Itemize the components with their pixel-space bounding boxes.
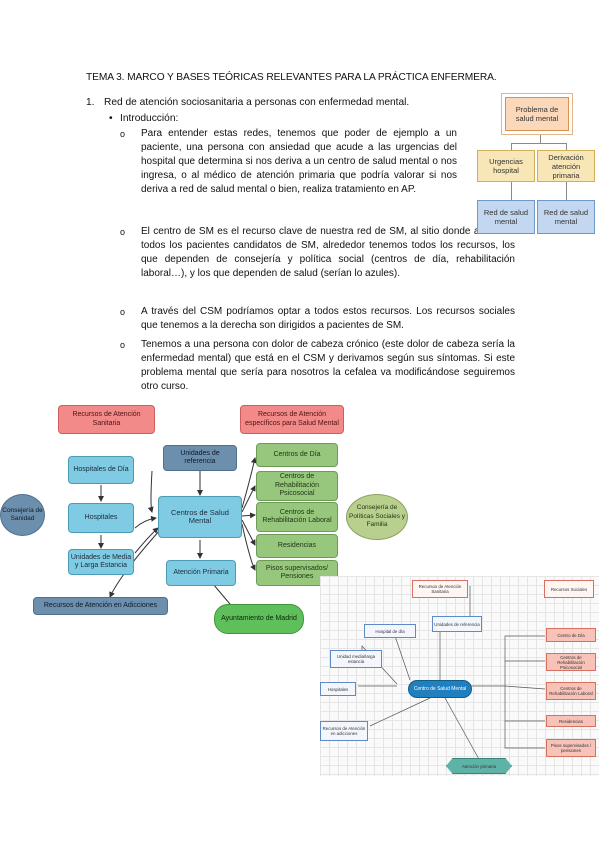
oval-consejeria-politicas: Consejería de Políticas Sociales y Famil… xyxy=(346,494,408,540)
sketch-diagram: Recursos de Atención Sanitaria Recursos … xyxy=(320,576,599,776)
sub-bullet-icon: o xyxy=(120,307,126,317)
box-rehab-laboral: Centros de Rehabilitación Laboral xyxy=(256,502,338,532)
subsection-heading: • Introducción: xyxy=(109,113,178,124)
flow-box-problema: Problema de salud mental xyxy=(505,97,569,131)
document-title: TEMA 3. MARCO Y BASES TEÓRICAS RELEVANTE… xyxy=(86,72,497,83)
connector xyxy=(540,131,541,143)
connector xyxy=(511,182,512,200)
oval-ayuntamiento: Ayuntamiento de Madrid xyxy=(214,604,304,634)
paragraph-1: Para entender estas redes, tenemos que p… xyxy=(141,128,457,195)
section-title: Red de atención sociosanitaria a persona… xyxy=(104,97,410,108)
sketch-hospital-dia: Hospital de día xyxy=(364,624,416,638)
sketch-unidad-media: Unidad media/larga estancia xyxy=(330,650,382,668)
sketch-recursos-sociales: Recursos Sociales xyxy=(544,580,594,598)
sketch-unidades-referencia: Unidades de referencia xyxy=(432,616,482,632)
sketch-rehab-laboral: Centros de Rehabilitación Laboral xyxy=(546,682,596,700)
sub-bullet-icon: o xyxy=(120,129,126,139)
sketch-hospitales: Hospitales xyxy=(320,682,356,696)
sketch-residencias: Residencias xyxy=(546,715,596,727)
box-rehab-psicosocial: Centros de Rehabilitación Psicosocial xyxy=(256,471,338,501)
connector xyxy=(511,143,567,144)
sketch-connectors xyxy=(358,586,546,762)
flow-box-derivacion: Derivación atención primaria xyxy=(537,150,595,182)
box-hospitales: Hospitales xyxy=(68,503,134,533)
sketch-atencion-primaria: Atención primaria xyxy=(446,758,512,774)
bullet-icon: • xyxy=(109,113,113,124)
box-unidades-referencia: Unidades de referencia xyxy=(163,445,237,471)
oval-consejeria-sanidad: Consejería de Sanidad xyxy=(0,494,45,536)
box-centros-salud-mental: Centros de Salud Mental xyxy=(158,496,242,538)
sketch-centro-salud-mental: Centro de Salud Mental xyxy=(408,680,472,698)
sub-bullet-icon: o xyxy=(120,227,126,237)
flow-box-urgencias: Urgencias hospital xyxy=(477,150,535,182)
section-heading: 1. Red de atención sociosanitaria a perso… xyxy=(86,97,409,108)
flow-box-red-left: Red de salud mental xyxy=(477,200,535,234)
box-residencias: Residencias xyxy=(256,534,338,558)
paragraph-4: Tenemos a una persona con dolor de cabez… xyxy=(141,339,515,392)
section-number: 1. xyxy=(86,97,95,108)
connector xyxy=(566,143,567,150)
sketch-recursos-sanitaria: Recursos de Atención Sanitaria xyxy=(412,580,468,598)
connector xyxy=(566,182,567,200)
flow-box-red-right: Red de salud mental xyxy=(537,200,595,234)
paragraph-2: El centro de SM es el recurso clave de n… xyxy=(141,226,515,279)
paragraph-3: A través del CSM podríamos optar a todos… xyxy=(141,306,515,331)
sketch-rehab-psicosocial: Centros de Rehabilitación Psicosocial xyxy=(546,653,596,671)
sketch-pisos: Pisos supervisados / pensiones xyxy=(546,739,596,757)
box-atencion-primaria: Atención Primaria xyxy=(166,560,236,586)
connector xyxy=(511,143,512,150)
box-hospitales-dia: Hospitales de Día xyxy=(68,456,134,484)
box-unidades-media: Unidades de Media y Larga Estancia xyxy=(68,549,134,575)
box-centros-dia: Centros de Día xyxy=(256,443,338,467)
sketch-recursos-adicciones: Recursos de Atención en adicciones xyxy=(320,721,368,741)
box-recursos-sanitaria: Recursos de Atención Sanitaria xyxy=(58,405,155,434)
sub-bullet-icon: o xyxy=(120,340,126,350)
subsection-title: Introducción: xyxy=(120,113,179,124)
sketch-centro-dia: Centro de Día xyxy=(546,628,596,642)
box-recursos-especificos: Recursos de Atención específicos para Sa… xyxy=(240,405,344,434)
box-adicciones: Recursos de Atención en Adicciones xyxy=(33,597,168,615)
